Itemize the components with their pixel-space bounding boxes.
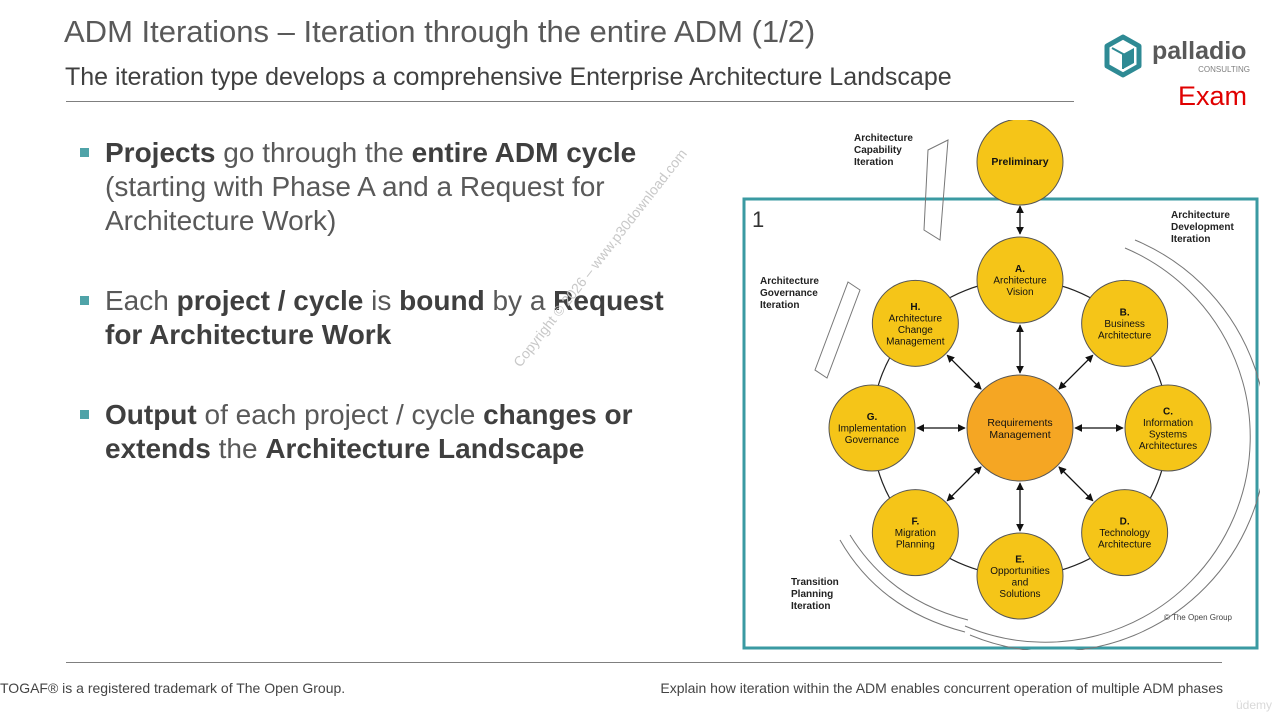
bullet-text-segment: of each project / cycle (196, 399, 484, 430)
requirements-management-circle (966, 374, 1074, 482)
bullet-text-segment: Each (105, 285, 177, 316)
connector-arrow (1058, 354, 1094, 390)
phase-circle (976, 532, 1064, 620)
logo-tagline: CONSULTING (1198, 65, 1250, 74)
bullet-item: Each project / cycle is bound by a Reque… (80, 284, 680, 352)
capability-iteration-loop (923, 139, 949, 241)
footer-trademark: TOGAF® is a registered trademark of The … (0, 680, 346, 696)
phase-circle (871, 279, 959, 367)
bullet-text-segment: Projects (105, 137, 216, 168)
bullet-marker-icon (80, 148, 89, 157)
connector-arrow (946, 466, 982, 502)
title-divider (66, 101, 1074, 102)
development-iteration-arc (969, 239, 1260, 650)
bullet-text-segment: (starting with Phase A and a Request for… (105, 171, 605, 236)
bullet-text-segment: bound (399, 285, 485, 316)
bullet-text-segment: Output (105, 399, 197, 430)
connector-arrow (1058, 466, 1094, 502)
bullet-marker-icon (80, 410, 89, 419)
bullet-text-segment: entire ADM cycle (411, 137, 637, 168)
connector-arrow (946, 354, 982, 390)
preliminary-label: Preliminary (991, 156, 1048, 168)
phase-circle (976, 236, 1064, 324)
slide-title: ADM Iterations – Iteration through the e… (64, 14, 816, 49)
bullet-item: Output of each project / cycle changes o… (80, 398, 680, 466)
open-group-copyright: © The Open Group (1164, 613, 1233, 622)
phase-circle (1081, 489, 1169, 577)
slide-subtitle: The iteration type develops a comprehens… (65, 63, 952, 91)
bullet-text-segment: Request for Architecture Work (105, 285, 664, 350)
udemy-watermark: üdemy (1235, 698, 1272, 712)
phase-circle (871, 489, 959, 577)
phase-circle (828, 384, 916, 472)
bullet-text-segment: go through the (215, 137, 412, 168)
palladio-logo: palladio CONSULTING (1104, 34, 1250, 78)
bullet-text-segment: Architecture Landscape (265, 433, 585, 464)
logo-wordmark: palladio (1152, 37, 1246, 65)
preliminary-circle (976, 120, 1064, 206)
box-number: 1 (752, 207, 764, 232)
exam-label: Exam (1178, 81, 1248, 111)
bullet-text-segment: by a (484, 285, 554, 316)
governance-iteration-loop (814, 281, 861, 379)
phase-circle (1124, 384, 1212, 472)
bullet-list: Projects go through the entire ADM cycle… (80, 136, 680, 466)
transition-iteration-arc (839, 539, 966, 633)
cube-icon (1104, 34, 1142, 78)
bullet-item: Projects go through the entire ADM cycle… (80, 136, 680, 238)
footer-exam-objective: Explain how iteration within the ADM ena… (660, 680, 1223, 696)
phase-circle (1081, 279, 1169, 367)
footer-divider (66, 662, 1222, 663)
bullet-text-segment: is (363, 285, 400, 316)
bullet-text-segment: the (210, 433, 266, 464)
bullet-text-segment: changes or extends (105, 399, 633, 464)
bullet-text-segment: project / cycle (176, 285, 364, 316)
bullet-marker-icon (80, 296, 89, 305)
